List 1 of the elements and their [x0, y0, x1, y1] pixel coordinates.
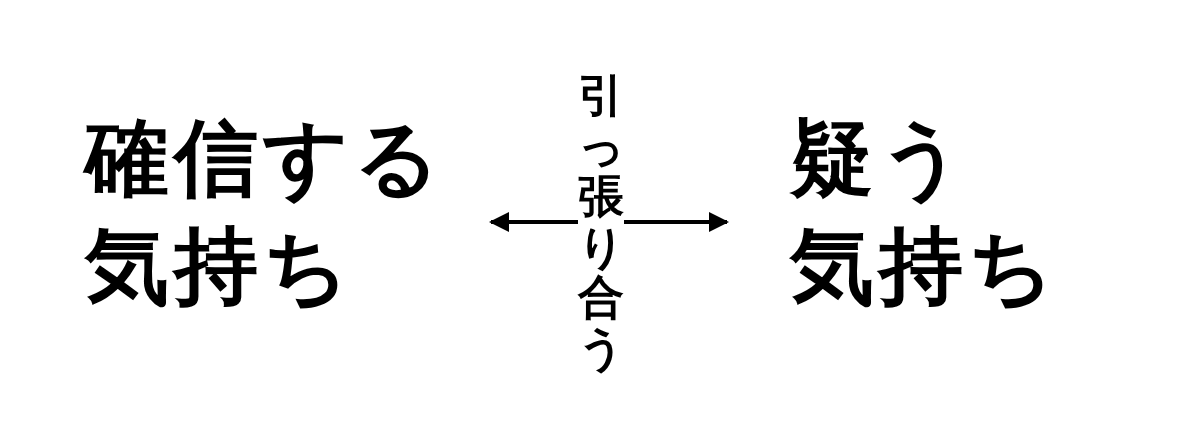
text-label: 疑う気持ち — [790, 104, 1059, 320]
